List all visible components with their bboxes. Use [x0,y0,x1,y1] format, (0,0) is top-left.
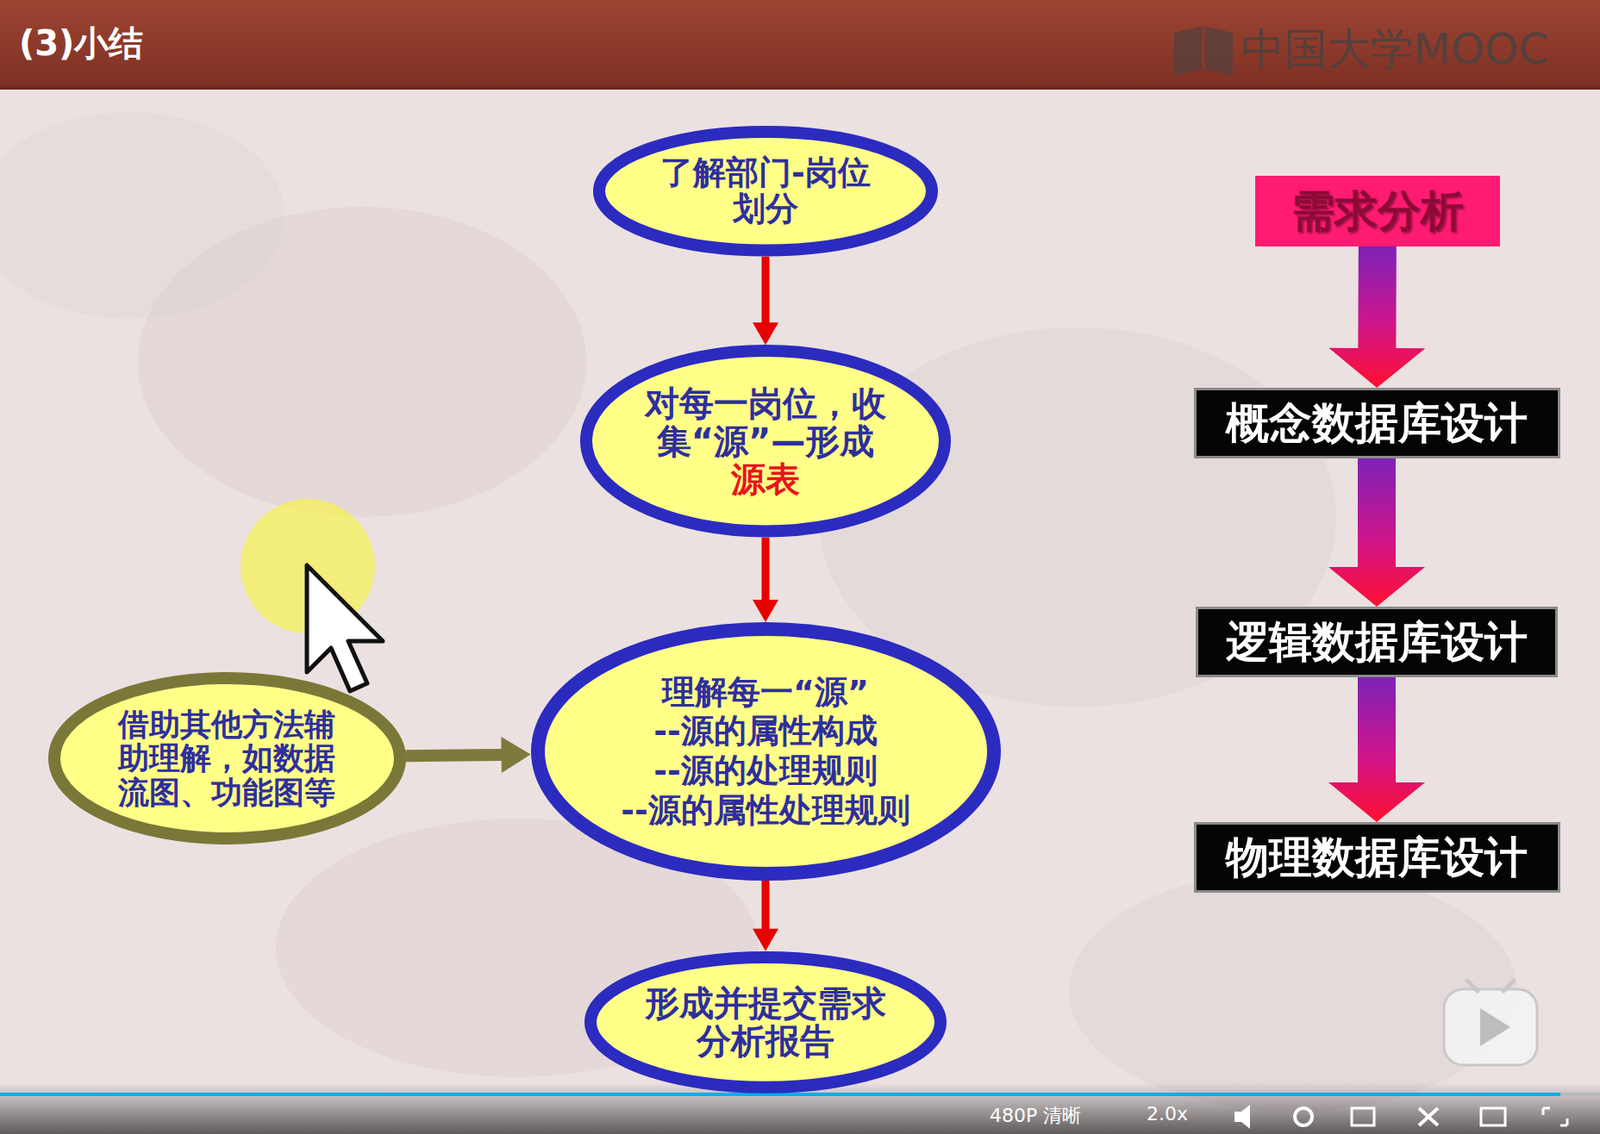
speed-label: 2.0x [1146,1103,1188,1125]
node-text: 概念数据库设计 [1225,400,1528,448]
node-text: 逻辑数据库设计 [1225,618,1528,667]
play-icon [1480,1008,1511,1047]
text-holder: 逻辑数据库设计 [1198,609,1556,675]
text-holder: 概念数据库设计 [1196,390,1558,457]
flow-arrow [1328,677,1425,823]
node-text: 需求分析 [1291,187,1464,236]
tv-icon [1443,989,1538,1066]
text-holder: 了解部门-岗位划分 [593,125,938,257]
text-holder: 理解每一“源”--源的属性构成--源的处理规则--源的属性处理规则 [531,622,1001,882]
close-icon [1418,1108,1438,1126]
process-ellipse: 理解每一“源”--源的属性构成--源的处理规则--源的属性处理规则 [531,622,1001,882]
fullscreen-icon [1543,1108,1568,1126]
flow-arrow [752,881,779,952]
node-text: --源的属性构成 [601,712,930,752]
process-ellipse: 形成并提交需求分析报告 [584,951,947,1094]
text-holder: 对每一岗位，收集“源”—形成源表 [580,344,951,538]
header-bar [0,0,1600,90]
node-text: --源的属性处理规则 [601,791,930,832]
tv-antenna [1467,981,1514,992]
stage-box: 需求分析 [1255,175,1500,247]
process-ellipse: 了解部门-岗位划分 [593,125,938,257]
progress-track [0,1093,1600,1097]
slide-title: (3)小结 [18,22,144,64]
flow-arrow [752,256,779,346]
volume-icon [1234,1105,1250,1130]
text-holder: 形成并提交需求分析报告 [584,951,947,1094]
process-ellipse: 对每一岗位，收集“源”—形成源表 [580,344,951,538]
texture-blob [1068,870,1518,1113]
ellipse-shape [537,629,994,875]
method-ellipse: 借助其他方法辅助理解，如数据流图、功能图等 [48,672,407,845]
ellipse-shape [54,678,400,839]
ellipse-shape [590,957,941,1088]
ellipse-shape [586,350,945,532]
flow-arrow [1328,458,1425,607]
logo-spine [1202,25,1206,69]
node-text: 借助其他方法辅助理解，如数据流图、功能图等 [113,707,340,811]
stage-box: 物理数据库设计 [1193,822,1561,894]
text-holder: 借助其他方法辅助理解，如数据流图、功能图等 [48,672,407,845]
settings-icon [1294,1108,1313,1126]
node-text: 了解部门-岗位划分 [648,155,883,228]
stage-box: 逻辑数据库设计 [1195,606,1558,678]
node-text: 形成并提交需求分析报告 [639,984,892,1061]
ellipse-shape [599,131,932,250]
logo-book [1174,25,1233,76]
watermark: 中国大学MOOC [1241,20,1550,79]
flow-arrow [1328,246,1425,388]
quality-label: 480P 清晰 [989,1103,1082,1130]
header-rule [0,86,1600,90]
widescreen-icon [1481,1108,1506,1126]
texture-blob [0,112,285,319]
window-icon [1351,1108,1375,1126]
node-text: 理解每一“源” [601,673,930,713]
progress-played [0,1093,1561,1097]
node-text: 源表 [639,460,892,499]
node-text: --源的处理规则 [601,751,930,792]
text-holder: 需求分析 [1255,175,1500,247]
node-text: 对每一岗位，收集“源”—形成 [639,384,892,461]
node-text: 物理数据库设计 [1225,834,1528,882]
flow-arrow [405,737,531,774]
text-holder: 物理数据库设计 [1196,825,1558,891]
flow-arrow [752,537,779,623]
stage-box: 概念数据库设计 [1193,387,1561,459]
mouse-cursor [306,565,383,692]
